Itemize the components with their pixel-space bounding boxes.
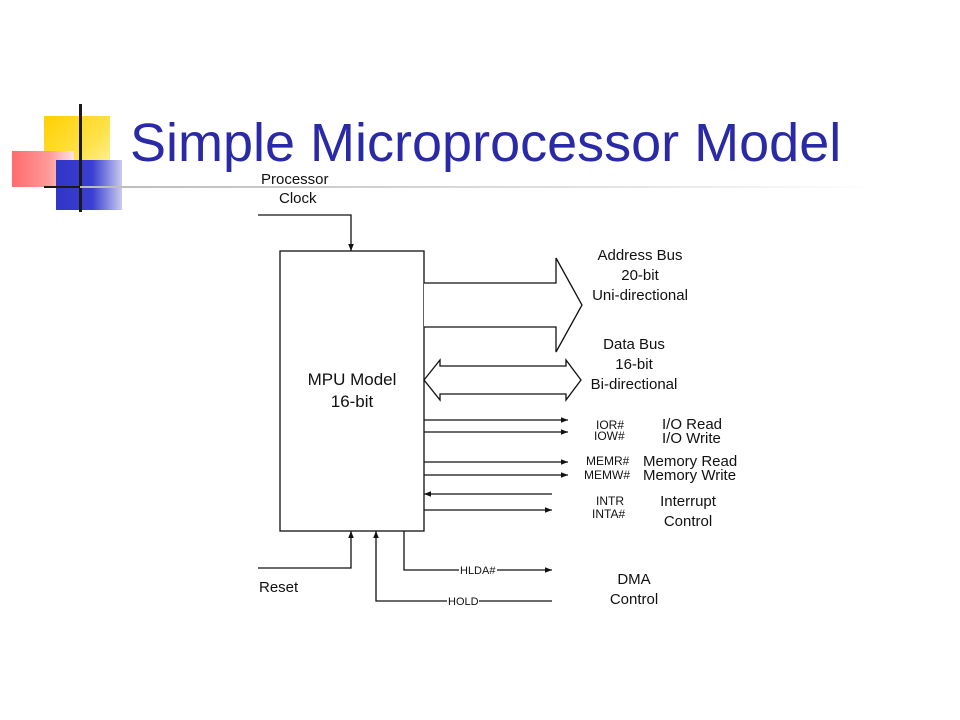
reset-label: Reset <box>259 579 299 596</box>
data-bus-label-line1: Data Bus <box>603 336 665 353</box>
address-bus-label-line3: Uni-directional <box>592 287 688 304</box>
hold-signal-line <box>373 531 552 602</box>
memw-label: MEMW# <box>584 468 630 482</box>
slide-title: Simple Microprocessor Model <box>130 113 842 173</box>
mpu-box <box>279 250 425 532</box>
dma-label-line2: Control <box>610 591 658 608</box>
data-bus-label-line3: Bi-directional <box>591 376 678 393</box>
clock-label-line2: Clock <box>279 190 317 207</box>
address-bus-label-line2: 20-bit <box>621 267 659 284</box>
hlda-label: HLDA# <box>460 565 496 577</box>
hold-label: HOLD <box>448 596 479 608</box>
dma-label-line1: DMA <box>617 571 650 588</box>
mpu-label-line1: MPU Model <box>308 370 397 389</box>
clock-label-line1: Processor <box>261 171 329 188</box>
ior-label: IOR# <box>596 418 624 432</box>
title-underline <box>80 186 880 188</box>
address-bus-arrow <box>424 257 583 353</box>
io-read-label: I/O Read <box>662 416 722 433</box>
reset-line <box>258 531 354 569</box>
memory-write-label: Memory Write <box>643 467 736 484</box>
interrupt-label-line2: Control <box>664 513 712 530</box>
mpu-label-line2: 16-bit <box>331 392 374 411</box>
decorative-blue-square <box>56 160 122 210</box>
memory-read-label: Memory Read <box>643 453 737 470</box>
clock-line <box>258 214 354 251</box>
intr-label: INTR <box>596 494 624 508</box>
hlda-label-bg <box>459 563 497 576</box>
hold-label-bg <box>447 594 479 607</box>
memr-label: MEMR# <box>586 454 630 468</box>
address-bus-label-line1: Address Bus <box>597 247 682 264</box>
interrupt-label-line1: Interrupt <box>660 493 717 510</box>
inta-label: INTA# <box>592 507 625 521</box>
iow-label: IOW# <box>594 429 625 443</box>
data-bus-label-line2: 16-bit <box>615 356 653 373</box>
io-write-label: I/O Write <box>662 430 721 447</box>
decorative-vertical-line <box>79 104 82 212</box>
hlda-signal-line <box>403 531 552 573</box>
data-bus-arrow <box>423 358 582 402</box>
